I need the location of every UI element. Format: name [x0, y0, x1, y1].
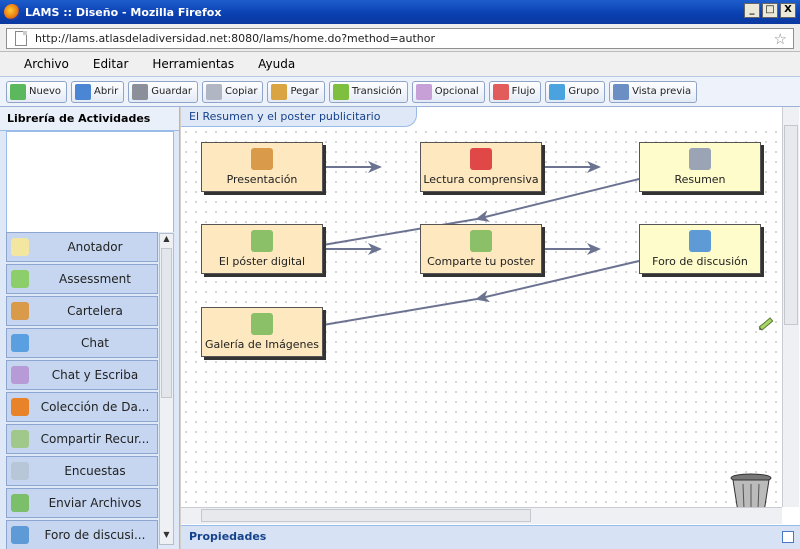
flow-icon	[492, 83, 509, 100]
image-icon	[470, 230, 492, 252]
quiz-icon	[470, 148, 492, 170]
tool-assessment[interactable]: Assessment	[6, 264, 158, 294]
pencil-icon	[332, 83, 349, 100]
library-category-panel	[6, 131, 174, 235]
scroll-up-arrow-icon[interactable]: ▲	[163, 234, 170, 243]
eraser-icon	[415, 83, 432, 100]
library-scroll-thumb[interactable]	[161, 248, 172, 398]
preview-button[interactable]: Vista previa	[609, 80, 698, 103]
scroll-down-arrow-icon[interactable]: ▼	[163, 530, 170, 539]
magnifier-icon	[613, 83, 630, 100]
url-text: http://lams.atlasdeladiversidad.net:8080…	[35, 32, 435, 45]
tool-compartir-recursos[interactable]: Compartir Recur...	[6, 424, 158, 454]
forum-icon	[689, 230, 711, 252]
optional-button[interactable]: Opcional	[411, 80, 485, 103]
transition-button[interactable]: Transición	[328, 80, 408, 103]
tool-chat[interactable]: Chat	[6, 328, 158, 358]
activity-resumen[interactable]: Resumen	[639, 142, 761, 192]
survey-icon	[11, 462, 29, 480]
toolbar: Nuevo Abrir Guardar Copiar Pegar Transic…	[0, 76, 800, 107]
tool-enviar-archivos[interactable]: Enviar Archivos	[6, 488, 158, 518]
tool-encuestas[interactable]: Encuestas	[6, 456, 158, 486]
tool-list: Anotador Assessment Cartelera Chat Chat …	[6, 232, 174, 549]
document-pencil-icon	[689, 148, 711, 170]
canvas-vertical-thumb[interactable]	[784, 125, 798, 325]
canvas-horizontal-scrollbar[interactable]	[181, 507, 782, 524]
properties-title: Propiedades	[189, 530, 267, 543]
noticeboard-icon	[11, 302, 29, 320]
close-button[interactable]: X	[780, 3, 796, 18]
maximize-button[interactable]: □	[762, 3, 778, 18]
flow-button[interactable]: Flujo	[488, 80, 542, 103]
transition-line[interactable]	[322, 218, 478, 246]
firefox-icon	[4, 4, 20, 20]
menu-ayuda[interactable]: Ayuda	[258, 57, 296, 71]
pencil-icon[interactable]	[753, 311, 778, 336]
window-titlebar: LAMS :: Diseño - Mozilla Firefox _ □ X	[0, 0, 800, 24]
activity-presentacion[interactable]: Presentación	[201, 142, 323, 192]
activity-el-poster-digital[interactable]: El póster digital	[201, 224, 323, 274]
url-field[interactable]: http://lams.atlasdeladiversidad.net:8080…	[6, 28, 794, 49]
navigation-bar: http://lams.atlasdeladiversidad.net:8080…	[0, 24, 800, 52]
transition-arrow[interactable]	[475, 260, 640, 303]
sequence-title: El Resumen y el poster publicitario	[181, 107, 417, 127]
activity-lectura-comprensiva[interactable]: Lectura comprensiva	[420, 142, 542, 192]
trash-bin-icon[interactable]	[729, 472, 773, 514]
transitions-layer	[322, 161, 640, 326]
tool-anotador[interactable]: Anotador	[6, 232, 158, 262]
notepad-icon	[11, 238, 29, 256]
transition-line[interactable]	[322, 298, 478, 326]
chat-icon	[11, 334, 29, 352]
activity-foro-de-discusion[interactable]: Foro de discusión	[639, 224, 761, 274]
new-button[interactable]: Nuevo	[6, 80, 68, 103]
bookmark-star-icon[interactable]: ☆	[773, 30, 787, 48]
forum-icon	[11, 526, 29, 544]
paste-button[interactable]: Pegar	[267, 80, 325, 103]
save-button[interactable]: Guardar	[128, 80, 198, 103]
library-title: Librería de Actividades	[0, 107, 179, 131]
activity-galeria-de-imagenes[interactable]: Galería de Imágenes	[201, 307, 323, 357]
submit-files-icon	[11, 494, 29, 512]
assessment-icon	[11, 270, 29, 288]
activity-comparte-tu-poster[interactable]: Comparte tu poster	[420, 224, 542, 274]
canvas-vertical-scrollbar[interactable]	[782, 107, 799, 507]
window-controls: _ □ X	[744, 3, 796, 18]
open-button[interactable]: Abrir	[71, 80, 125, 103]
transition-arrow[interactable]	[475, 178, 640, 222]
tool-foro-de-discusion[interactable]: Foro de discusi...	[6, 520, 158, 549]
menu-editar[interactable]: Editar	[92, 57, 129, 71]
tool-chat-y-escriba[interactable]: Chat y Escriba	[6, 360, 158, 390]
database-icon	[11, 398, 29, 416]
image-icon	[251, 230, 273, 252]
copy-icon	[205, 83, 222, 100]
properties-panel: Propiedades	[181, 525, 800, 549]
page-icon	[15, 31, 27, 46]
library-scrollbar[interactable]: ▲ ▼	[159, 233, 174, 545]
copy-button[interactable]: Copiar	[201, 80, 264, 103]
image-icon	[251, 313, 273, 335]
menu-archivo[interactable]: Archivo	[24, 57, 69, 71]
share-resources-icon	[11, 430, 29, 448]
folder-icon	[75, 83, 92, 100]
paste-icon	[271, 83, 288, 100]
new-icon	[10, 83, 26, 100]
expand-properties-icon[interactable]	[782, 531, 794, 543]
design-canvas-area: El Resumen y el poster publicitario Pres…	[181, 107, 800, 525]
canvas-horizontal-thumb[interactable]	[201, 509, 531, 522]
window-title: LAMS :: Diseño - Mozilla Firefox	[25, 5, 222, 19]
group-icon	[549, 83, 566, 100]
chat-scribe-icon	[11, 366, 29, 384]
tool-coleccion-de-datos[interactable]: Colección de Da...	[6, 392, 158, 422]
noticeboard-icon	[251, 148, 273, 170]
save-icon	[132, 83, 149, 100]
group-button[interactable]: Grupo	[545, 80, 606, 103]
minimize-button[interactable]: _	[744, 3, 760, 18]
menu-bar: Archivo Editar Herramientas Ayuda	[0, 52, 800, 76]
menu-herramientas[interactable]: Herramientas	[152, 57, 235, 71]
tool-cartelera[interactable]: Cartelera	[6, 296, 158, 326]
design-canvas[interactable]: Presentación Lectura comprensiva Resumen…	[181, 127, 782, 513]
